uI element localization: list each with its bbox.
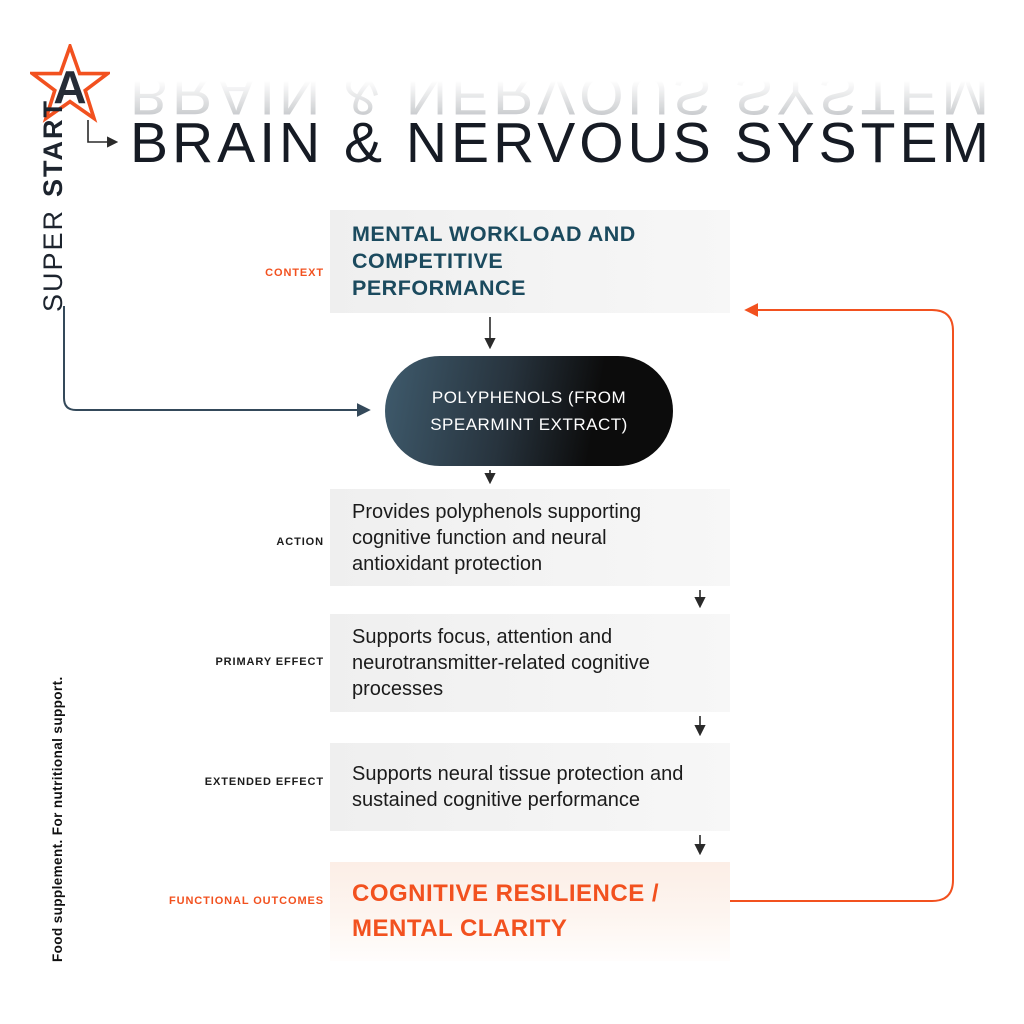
label-context: CONTEXT <box>265 267 324 279</box>
action-box: Provides polyphenols supporting cognitiv… <box>330 489 730 586</box>
brand-to-ingredient-connector <box>63 306 371 417</box>
extended-effect-box: Supports neural tissue protection and su… <box>330 743 730 831</box>
brand-name-start: START <box>38 98 68 197</box>
ingredient-pill: POLYPHENOLS (FROM SPEARMINT EXTRACT) <box>385 356 673 466</box>
functional-outcomes-box: COGNITIVE RESILIENCE / MENTAL CLARITY <box>330 862 730 961</box>
star-outline-icon <box>30 44 110 123</box>
action-text: Provides polyphenols supporting cognitiv… <box>352 500 642 575</box>
logo-letter: A <box>53 61 87 113</box>
context-box: MENTAL WORKLOAD AND COMPETITIVE PERFORMA… <box>330 210 730 313</box>
brand-name-super: SUPER <box>38 208 68 312</box>
label-extended-effect: EXTENDED EFFECT <box>204 776 324 788</box>
page-title-block: BRAIN & NERVOUS SYSTEM BRAIN & NERVOUS S… <box>130 63 993 178</box>
brand-logo: A <box>30 44 110 130</box>
label-functional-outcomes: FUNCTIONAL OUTCOMES <box>168 895 324 907</box>
page-title-reflection: BRAIN & NERVOUS SYSTEM <box>130 62 993 127</box>
ingredient-text: POLYPHENOLS (FROM SPEARMINT EXTRACT) <box>430 387 628 434</box>
page-title: BRAIN & NERVOUS SYSTEM <box>130 111 993 175</box>
primary-effect-box: Supports focus, attention and neurotrans… <box>330 614 730 712</box>
feedback-loop-arrow <box>730 303 954 902</box>
brand-name-vertical: SUPER START <box>38 99 69 312</box>
label-action: ACTION <box>276 536 324 548</box>
primary-effect-text: Supports focus, attention and neurotrans… <box>352 626 650 700</box>
footnote: Food supplement. For nutritional support… <box>50 676 65 962</box>
extended-effect-text: Supports neural tissue protection and su… <box>352 763 684 811</box>
context-text: MENTAL WORKLOAD AND COMPETITIVE PERFORMA… <box>352 221 636 301</box>
label-primary-effect: PRIMARY EFFECT <box>215 656 324 668</box>
functional-outcomes-text: COGNITIVE RESILIENCE / MENTAL CLARITY <box>352 879 660 942</box>
